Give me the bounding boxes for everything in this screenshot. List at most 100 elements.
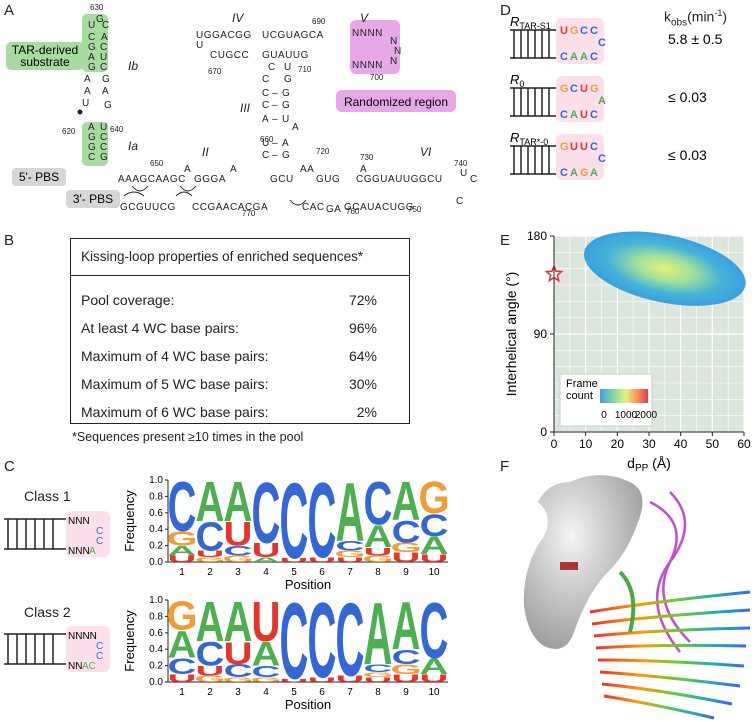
svg-text:II: II — [202, 145, 209, 159]
svg-text:U: U — [82, 98, 89, 109]
logo-x-tick: 1 — [179, 567, 185, 578]
panel-label-a: A — [4, 2, 15, 19]
construct-base: C — [590, 109, 598, 121]
panel-label-b: B — [4, 232, 15, 249]
svg-text:CCGAACACGA: CCGAACACGA — [192, 202, 268, 213]
svg-text:IV: IV — [232, 11, 244, 25]
svg-text:A: A — [360, 164, 367, 175]
svg-text:A: A — [282, 138, 289, 149]
logo-letter-A: A — [392, 472, 421, 532]
table-header: Kissing-loop properties of enriched sequ… — [71, 239, 409, 276]
logo-letter-U: U — [252, 538, 281, 561]
svg-text:620: 620 — [62, 127, 76, 136]
logo-letter-U: U — [224, 635, 253, 671]
construct-base: A — [590, 167, 598, 179]
svg-text:G: G — [284, 74, 292, 85]
svg-text:AA: AA — [300, 164, 314, 175]
logo-x-tick: 8 — [375, 687, 381, 698]
logo-letter-A: A — [196, 591, 225, 653]
svg-text:C: C — [102, 20, 109, 31]
logo-y-tick: 1.0 — [149, 475, 163, 486]
svg-text:740: 740 — [454, 159, 468, 168]
svg-text:A: A — [101, 32, 108, 43]
svg-text:GCU: GCU — [270, 174, 294, 185]
svg-text:630: 630 — [90, 3, 104, 12]
svg-text:AAAGCAAGC: AAAGCAAGC — [118, 174, 186, 185]
construct-base: A — [570, 51, 578, 63]
svg-text:A: A — [84, 74, 91, 85]
svg-text:UGGACGG: UGGACGG — [196, 30, 252, 41]
svg-text:C: C — [470, 174, 478, 185]
svg-text:C: C — [262, 100, 270, 111]
class2-label: Class 2 — [24, 604, 71, 620]
logo-letter-G: G — [194, 674, 225, 684]
logo-x-tick: 3 — [235, 687, 241, 698]
helix-labels: Ib Ia II III IV V VI — [128, 11, 432, 159]
svg-text:Ia: Ia — [128, 139, 138, 153]
svg-text:C: C — [100, 132, 107, 143]
rna-helix-purple — [649, 491, 691, 653]
loop-bottom-colored: AC — [82, 661, 96, 672]
molecular-structure-render — [523, 475, 751, 720]
svg-text:760: 760 — [346, 207, 360, 216]
svg-text:GA: GA — [326, 204, 341, 215]
x-tick-label: 60 — [737, 437, 751, 451]
logo-letter-G: G — [390, 662, 421, 677]
construct-base: C — [580, 25, 588, 37]
logo-x-tick: 10 — [428, 567, 440, 578]
svg-text:N: N — [390, 36, 398, 47]
strand-sequences: AAAGCAAGC A GGGA A GCU AA GUG CGGUAUUGGC… — [118, 28, 478, 215]
svg-text:C: C — [262, 74, 270, 85]
svg-text:C: C — [100, 42, 107, 53]
construct-base: U — [580, 109, 588, 121]
construct-base: C — [590, 51, 598, 63]
logo-letter-G: G — [222, 676, 253, 684]
logo-letter-A: A — [168, 544, 197, 559]
logo-letter-G: G — [194, 556, 225, 564]
logo-letter-U: U — [392, 550, 421, 565]
density-region — [583, 231, 746, 306]
logo-x-tick: 9 — [403, 567, 409, 578]
logo-x-tick: 6 — [319, 567, 325, 578]
kobs-value: ≤ 0.03 — [668, 147, 707, 163]
svg-text:U: U — [88, 20, 95, 31]
logo-letter-U: U — [336, 556, 365, 564]
svg-text:G: G — [88, 132, 96, 143]
logo-letter-U: U — [364, 676, 393, 684]
logo-letter-G: G — [222, 554, 253, 564]
ligand-marker — [560, 562, 578, 570]
table-row: At least 4 WC base pairs:96% — [81, 320, 377, 336]
rna-secondary-structure: TAR-derived substrate Randomized region … — [6, 3, 478, 218]
logo-y-tick: 0.6 — [149, 508, 163, 519]
protein-surface — [523, 475, 643, 649]
y-tick-label: 90 — [534, 327, 548, 341]
logo-y-tick: 0.0 — [149, 677, 163, 688]
logo-x-tick: 9 — [403, 687, 409, 698]
svg-text:G: G — [282, 150, 290, 161]
tar-substrate-label-2: substrate — [20, 55, 70, 69]
logo-letter-A: A — [364, 518, 393, 554]
logo-letter-G: G — [390, 540, 421, 555]
construct-base: C — [590, 25, 598, 37]
logo-x-tick: 4 — [263, 567, 269, 578]
svg-text:640: 640 — [110, 125, 124, 134]
logo-x-tick: 2 — [207, 687, 213, 698]
logo-y-tick: 0.6 — [149, 628, 163, 639]
logo-letter-C: C — [308, 470, 337, 581]
svg-text:720: 720 — [316, 147, 330, 156]
logo-letter-C: C — [252, 663, 281, 681]
svg-text:730: 730 — [360, 153, 374, 162]
logo-x-tick: 6 — [319, 687, 325, 698]
y-tick-label: 0 — [540, 425, 547, 439]
svg-text:Ib: Ib — [128, 59, 138, 73]
logo-letter-A: A — [420, 654, 449, 679]
logo-letter-C: C — [280, 590, 309, 703]
svg-text:N: N — [390, 56, 398, 67]
logo-x-tick: 5 — [291, 567, 297, 578]
logo-letter-U: U — [196, 549, 225, 559]
logo-letter-U: U — [364, 545, 393, 558]
logo-y-axis-label: Frequency — [122, 490, 137, 552]
svg-text:G: G — [282, 88, 290, 99]
